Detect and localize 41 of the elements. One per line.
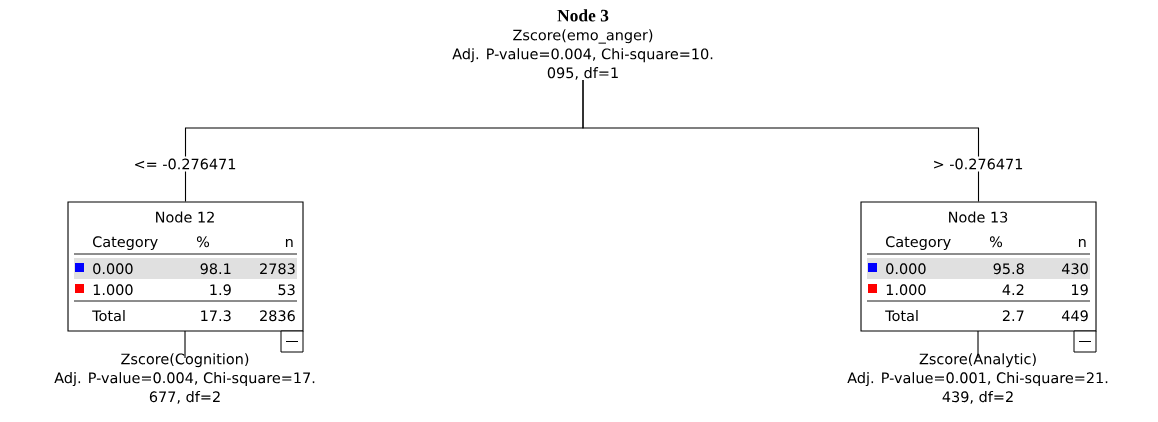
- table-cell: 4.2: [1002, 284, 1024, 295]
- table-cell: 1.9: [210, 284, 231, 296]
- split-statistics: 677, df=2: [149, 391, 220, 404]
- split-statistics: Adj. P-value=0.004, Chi-square=17.: [54, 372, 315, 387]
- table-cell: 430: [1061, 263, 1088, 275]
- edge-label: > -0.276471: [930, 156, 1026, 172]
- table-cell: 2836: [260, 310, 295, 322]
- split-variable: Zscore(Analytic): [919, 353, 1036, 368]
- column-header: Category: [93, 236, 158, 250]
- table-cell: 2.7: [1002, 310, 1024, 321]
- table-cell: 98.1: [200, 263, 231, 275]
- split-statistics: Adj. P-value=0.004, Chi-square=10.: [452, 48, 713, 63]
- table-cell: 53: [278, 284, 295, 296]
- node-title: Node 12: [156, 211, 214, 223]
- node-box: [860, 201, 1097, 332]
- tree-branch: [582, 79, 980, 202]
- table-cell: 17.3: [201, 310, 231, 322]
- column-header: n: [285, 238, 293, 247]
- table-cell: Total: [885, 310, 918, 322]
- column-header: Category: [886, 236, 951, 250]
- table-cell: 1.000: [93, 284, 133, 296]
- node-box: [67, 201, 304, 332]
- table-cell: Total: [92, 310, 125, 322]
- table-cell: 449: [1061, 310, 1088, 322]
- split-statistics: Adj. P-value=0.001, Chi-square=21.: [847, 372, 1108, 387]
- node-title: Node 13: [949, 211, 1008, 223]
- table-cell: 0.000: [886, 263, 926, 275]
- table-cell: 1.000: [886, 284, 926, 296]
- table-cell: 2783: [260, 263, 295, 275]
- split-variable: Zscore(emo_anger): [513, 29, 653, 44]
- column-header: n: [1078, 238, 1086, 247]
- split-statistics: 095, df=1: [547, 67, 618, 80]
- table-cell: 0.000: [93, 263, 133, 275]
- table-cell: 19: [1072, 284, 1088, 296]
- node-title: Node 3: [557, 9, 609, 22]
- split-statistics: 439, df=2: [942, 391, 1013, 404]
- edge-label: <= -0.276471: [131, 156, 239, 172]
- table-cell: 95.8: [993, 263, 1024, 275]
- split-variable: Zscore(Cognition): [121, 353, 249, 368]
- column-header: %: [989, 236, 1003, 248]
- column-header: %: [196, 236, 210, 248]
